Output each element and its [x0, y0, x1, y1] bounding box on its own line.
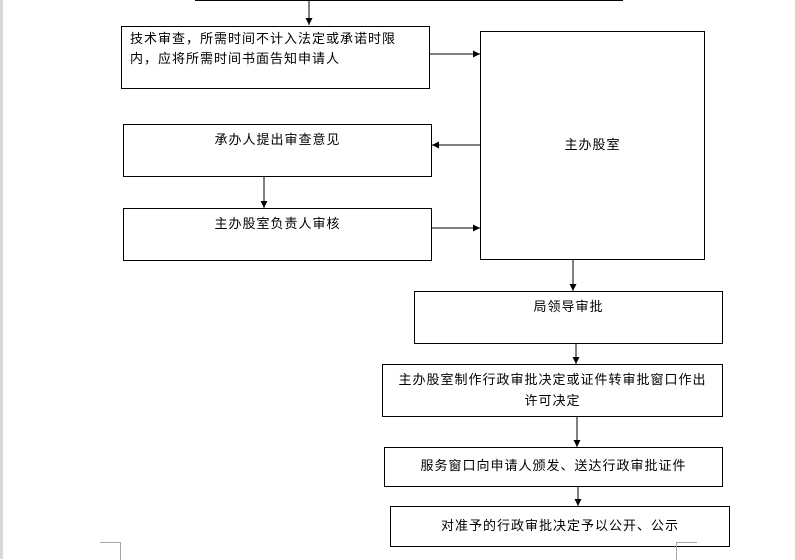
step-office-head-review-text: 主办股室负责人审核: [214, 217, 341, 232]
step-bureau-approval: 局领导审批: [414, 291, 723, 344]
step-tech-review: 技术审查，所需时间不计入法定或承诺时限内，应将所需时间书面告知申请人: [121, 26, 430, 89]
step-office-head-review: 主办股室负责人审核: [123, 208, 432, 261]
step-main-office-text: 主办股室: [564, 137, 621, 153]
page-corner-mark-right: [676, 542, 697, 560]
step-publicize: 对准予的行政审批决定予以公开、公示: [390, 506, 730, 547]
step-main-office: 主办股室: [480, 31, 705, 260]
page-left-edge: [0, 0, 3, 559]
step-make-decision: 主办股室制作行政审批决定或证件转审批窗口作出许可决定: [382, 364, 723, 417]
step-handler-opinion-text: 承办人提出审查意见: [214, 133, 341, 148]
step-publicize-text: 对准予的行政审批决定予以公开、公示: [440, 518, 679, 534]
step-window-issue-text: 服务窗口向申请人颁发、送达行政审批证件: [420, 459, 687, 474]
page-corner-mark-left: [100, 542, 121, 560]
step-bureau-approval-text: 局领导审批: [533, 300, 604, 315]
step-window-issue: 服务窗口向申请人颁发、送达行政审批证件: [384, 447, 723, 487]
step-handler-opinion: 承办人提出审查意见: [123, 124, 432, 177]
step-make-decision-text: 主办股室制作行政审批决定或证件转审批窗口作出许可决定: [398, 373, 707, 409]
step-tech-review-text: 技术审查，所需时间不计入法定或承诺时限内，应将所需时间书面告知申请人: [130, 32, 397, 67]
